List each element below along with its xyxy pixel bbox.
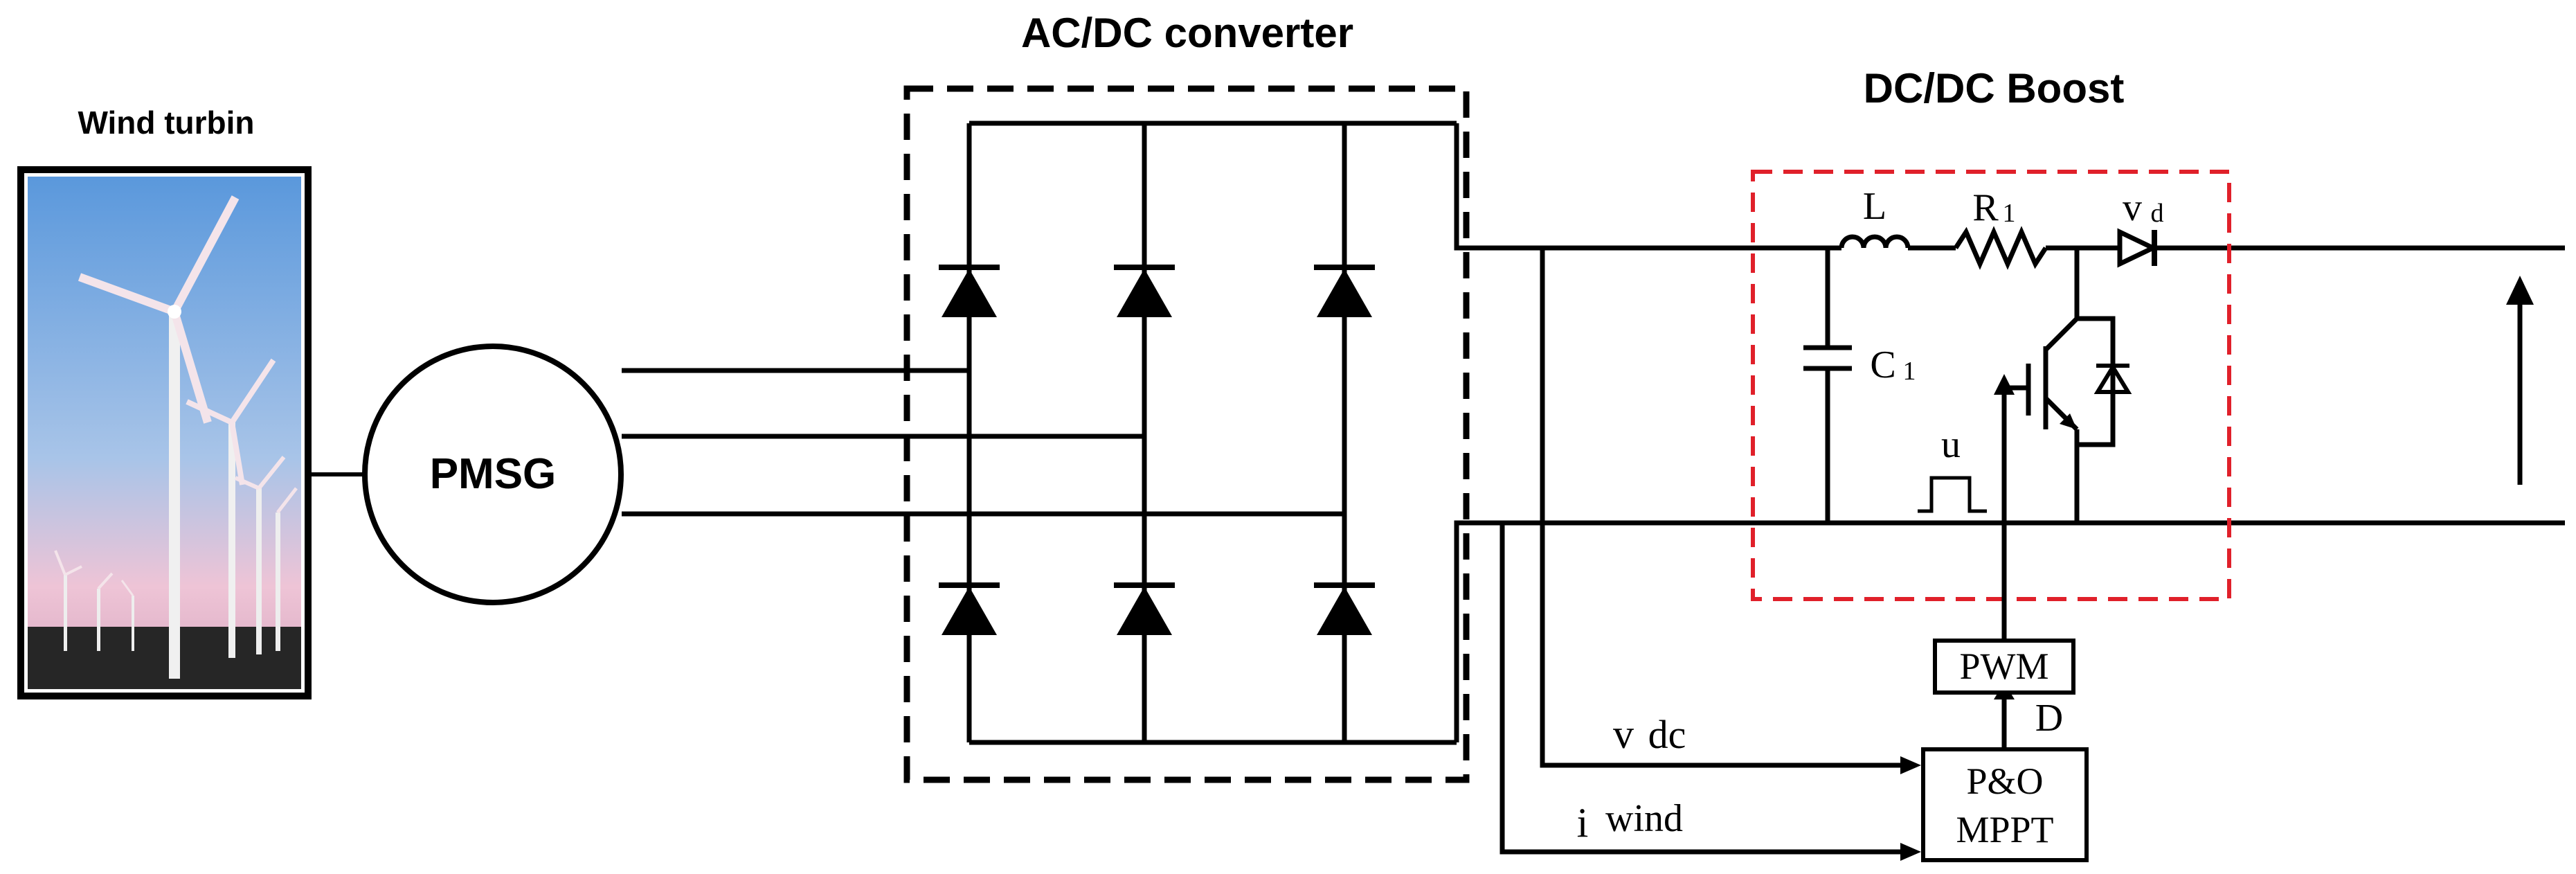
svg-text:wind: wind — [1605, 797, 1683, 840]
pmsg-label: PMSG — [430, 450, 557, 498]
resistor-label: R 1 — [1972, 186, 2015, 229]
boost-circuit — [1803, 226, 2118, 523]
ac-dc-converter-title: AC/DC converter — [1021, 10, 1353, 56]
gate-arrow — [1994, 374, 2015, 395]
ac-dc-converter-box — [903, 85, 1470, 783]
svg-text:1: 1 — [1903, 357, 1916, 386]
diode-bridge — [966, 121, 1542, 745]
mppt-label-line2: MPPT — [1956, 809, 2053, 850]
pwm-block: PWM — [1933, 639, 2075, 695]
iwind-arrow — [1900, 843, 1921, 861]
three-phase-lines — [622, 368, 1344, 517]
vdc-arrow — [1900, 756, 1921, 774]
output-diode — [2117, 228, 2210, 268]
pwm-label: PWM — [1959, 645, 2048, 687]
capacitor-label: C 1 — [1870, 344, 1916, 386]
svg-text:v: v — [1613, 711, 1634, 757]
svg-text:i: i — [1577, 800, 1589, 846]
control-signal-label: u — [1941, 423, 1961, 466]
wind-turbine-title: Wind turbin — [78, 105, 254, 141]
switch-emitter-arrow — [2060, 413, 2077, 429]
svg-text:R: R — [1972, 186, 1999, 229]
svg-text:dc: dc — [1648, 712, 1686, 757]
freewheel-diode — [2093, 363, 2132, 394]
dc-dc-boost-title: DC/DC Boost — [1864, 65, 2125, 112]
mppt-block: P&O MPPT — [1921, 747, 2089, 862]
inductor-label: L — [1863, 185, 1886, 228]
duty-label: D — [2035, 697, 2063, 740]
output-voltage-arrow — [2506, 276, 2534, 485]
wind-turbine-image — [17, 166, 312, 699]
bridge-diodes — [939, 267, 1375, 635]
svg-text:C: C — [1870, 344, 1895, 386]
svg-text:v: v — [2123, 186, 2142, 229]
dc-bus — [1457, 245, 2565, 526]
iwind-label: i wind — [1577, 797, 1683, 846]
control-path — [1499, 248, 2007, 855]
dc-dc-boost-box — [1751, 170, 2231, 601]
vdc-label: v dc — [1613, 711, 1686, 757]
pmsg-generator: PMSG — [362, 344, 624, 605]
svg-text:1: 1 — [2003, 199, 2016, 228]
mppt-label-line1: P&O — [1966, 760, 2043, 802]
svg-text:d: d — [2151, 199, 2164, 228]
diode-label: v d — [2123, 186, 2164, 229]
